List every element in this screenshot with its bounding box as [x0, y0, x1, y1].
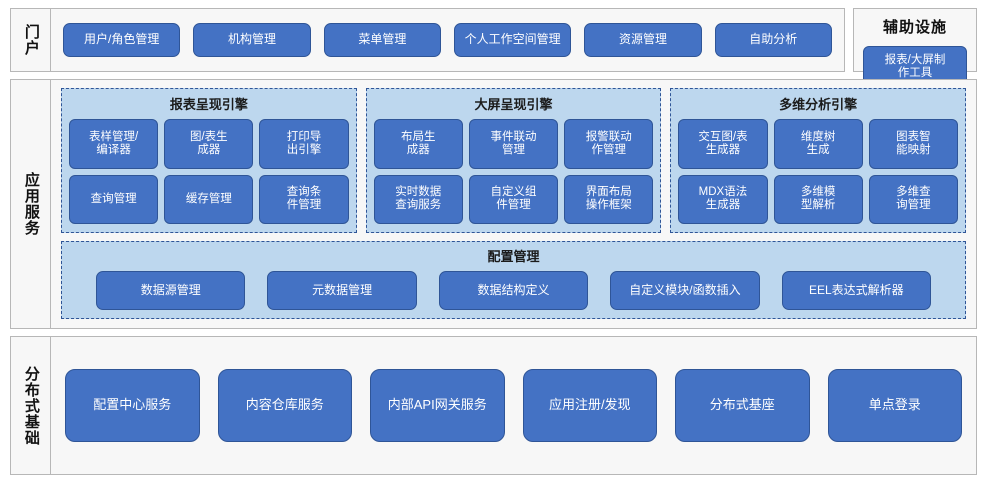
- engine-1-item-4[interactable]: 自定义组 件管理: [468, 174, 559, 224]
- engine-2-item-4[interactable]: 多维模 型解析: [773, 174, 863, 224]
- application-services-body: 报表呈现引擎表样管理/ 编译器图/表生 成器打印导 出引擎查询管理缓存管理查询条…: [51, 80, 976, 328]
- distributed-item-0[interactable]: 配置中心服务: [65, 369, 200, 442]
- portal-item-list: 用户/角色管理机构管理菜单管理个人工作空间管理资源管理自助分析: [51, 9, 844, 71]
- portal-item-0[interactable]: 用户/角色管理: [63, 23, 181, 57]
- engine-1-item-5[interactable]: 界面布局 操作框架: [564, 174, 654, 224]
- engine-2-item-1[interactable]: 维度树 生成: [773, 119, 863, 169]
- engine-item-grid-2: 交互图/表 生成器维度树 生成图表智 能映射 MDX语法 生成器多维模 型解析多维…: [678, 119, 959, 224]
- portal-item-5[interactable]: 自助分析: [714, 23, 832, 57]
- distributed-item-3[interactable]: 应用注册/发现: [522, 369, 657, 442]
- top-row: 门户 用户/角色管理机构管理菜单管理个人工作空间管理资源管理自助分析 辅助设施 …: [10, 8, 977, 303]
- engine-item-grid-1: 布局生 成器事件联动 管理报警联动 作管理实时数据 查询服务自定义组 件管理界面…: [373, 119, 654, 224]
- engine-group-title-2: 多维分析引擎: [779, 97, 858, 112]
- engine-1-item-2[interactable]: 报警联动 作管理: [564, 119, 654, 169]
- config-item-0[interactable]: 数据源管理: [96, 271, 246, 310]
- engine-item-grid-0: 表样管理/ 编译器图/表生 成器打印导 出引擎查询管理缓存管理查询条 件管理: [69, 119, 349, 224]
- distributed-item-4[interactable]: 分布式基座: [675, 369, 810, 442]
- portal-item-2[interactable]: 菜单管理: [323, 23, 441, 57]
- engine-2-item-2[interactable]: 图表智 能映射: [868, 119, 959, 169]
- config-management-item-list: 数据源管理元数据管理数据结构定义自定义模块/函数插入 EEL表达式解析器: [72, 271, 955, 310]
- application-services-panel: 应用服务 报表呈现引擎表样管理/ 编译器图/表生 成器打印导 出引擎查询管理缓存…: [10, 79, 977, 329]
- engine-group-title-1: 大屏呈现引擎: [474, 97, 553, 112]
- engine-group-0: 报表呈现引擎表样管理/ 编译器图/表生 成器打印导 出引擎查询管理缓存管理查询条…: [61, 88, 357, 233]
- engine-2-item-0[interactable]: 交互图/表 生成器: [678, 119, 768, 169]
- engine-0-item-0[interactable]: 表样管理/ 编译器: [69, 119, 159, 169]
- config-item-2[interactable]: 数据结构定义: [438, 271, 589, 310]
- distributed-foundation-layer-label: 分布式基础: [11, 337, 51, 474]
- distributed-item-2[interactable]: 内部API网关服务: [370, 369, 505, 442]
- engine-0-item-1[interactable]: 图/表生 成器: [164, 119, 254, 169]
- distributed-item-list: 配置中心服务内容仓库服务内部API网关服务应用注册/发现分布式基座单点登录: [51, 337, 976, 474]
- config-management-title: 配置管理: [487, 249, 540, 264]
- engine-group-1: 大屏呈现引擎布局生 成器事件联动 管理报警联动 作管理实时数据 查询服务自定义组…: [365, 88, 662, 233]
- distributed-item-5[interactable]: 单点登录: [827, 369, 962, 442]
- engine-group-2: 多维分析引擎交互图/表 生成器维度树 生成图表智 能映射 MDX语法 生成器多维模…: [670, 88, 967, 233]
- portal-item-3[interactable]: 个人工作空间管理: [453, 23, 572, 57]
- portal-layer-label: 门户: [11, 9, 51, 71]
- portal-item-4[interactable]: 资源管理: [584, 23, 702, 57]
- distributed-item-1[interactable]: 内容仓库服务: [217, 369, 352, 442]
- auxiliary-panel-title: 辅助设施: [882, 19, 947, 36]
- auxiliary-facilities-panel: 辅助设施 报表/大屏制 作工具工作流引擎定时任务调度运行日志权限管理消息中心: [853, 8, 977, 303]
- engine-1-item-0[interactable]: 布局生 成器: [373, 119, 463, 169]
- config-management-group: 配置管理 数据源管理元数据管理数据结构定义自定义模块/函数插入 EEL表达式解析器: [61, 241, 966, 319]
- engine-0-item-4[interactable]: 缓存管理: [164, 174, 254, 224]
- engine-group-list: 报表呈现引擎表样管理/ 编译器图/表生 成器打印导 出引擎查询管理缓存管理查询条…: [61, 88, 967, 233]
- engine-0-item-3[interactable]: 查询管理: [69, 174, 159, 224]
- config-item-3[interactable]: 自定义模块/函数插入: [610, 271, 760, 310]
- config-item-1[interactable]: 元数据管理: [267, 271, 417, 310]
- engine-group-title-0: 报表呈现引擎: [169, 97, 248, 112]
- engine-0-item-2[interactable]: 打印导 出引擎: [259, 119, 349, 169]
- engine-2-item-3[interactable]: MDX语法 生成器: [678, 174, 768, 224]
- engine-1-item-1[interactable]: 事件联动 管理: [468, 119, 559, 169]
- engine-1-item-3[interactable]: 实时数据 查询服务: [373, 174, 463, 224]
- application-services-layer-label: 应用服务: [11, 80, 51, 328]
- engine-0-item-5[interactable]: 查询条 件管理: [259, 174, 349, 224]
- distributed-foundation-panel: 分布式基础 配置中心服务内容仓库服务内部API网关服务应用注册/发现分布式基座单…: [10, 336, 977, 475]
- portal-item-1[interactable]: 机构管理: [193, 23, 311, 57]
- portal-panel: 门户 用户/角色管理机构管理菜单管理个人工作空间管理资源管理自助分析: [10, 8, 845, 72]
- config-item-4[interactable]: EEL表达式解析器: [781, 271, 932, 310]
- engine-2-item-5[interactable]: 多维查 询管理: [868, 174, 959, 224]
